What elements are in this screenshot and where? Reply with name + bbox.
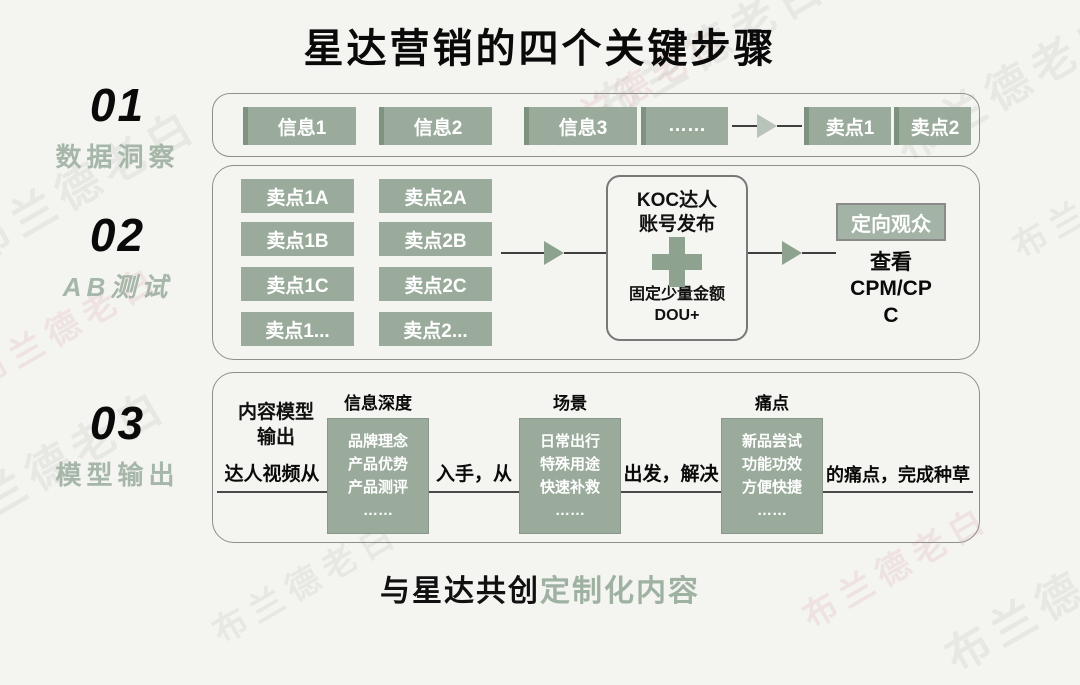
panel-data-insight: 信息1 信息2 信息3 …… 卖点1 卖点2 (212, 93, 980, 157)
step-01-label: 数据洞察 (55, 142, 180, 172)
plus-icon (652, 236, 702, 287)
selling-point-box-2: 卖点2 (894, 107, 971, 145)
right-arrow-icon (732, 113, 802, 139)
step-03-label: 模型输出 (55, 460, 180, 490)
ab-box-1a: 卖点1A (241, 179, 354, 213)
content-model-label: 内容模型 输出 (237, 402, 314, 448)
header-scene: 场景 (553, 394, 587, 413)
sentence-segment-2: 入手，从 (429, 461, 519, 493)
step-02: 02 AB测试 (30, 212, 205, 304)
info-box-2: 信息2 (379, 107, 492, 145)
right-arrow-icon (748, 240, 836, 266)
panel-ab-test: 卖点1A 卖点1B 卖点1C 卖点1... 卖点2A 卖点2B 卖点2C 卖点2… (212, 165, 980, 360)
footer-caption: 与星达共创定制化内容 (0, 566, 1080, 610)
ab-box-2c: 卖点2C (379, 267, 492, 301)
page-title: 星达营销的四个关键步骤 (303, 27, 777, 71)
step-03-number: 03 (89, 397, 146, 449)
step-02-number: 02 (89, 209, 146, 261)
ab-box-1x: 卖点1... (241, 312, 354, 346)
ab-box-2a: 卖点2A (379, 179, 492, 213)
ab-box-1b: 卖点1B (241, 222, 354, 256)
panel-model-output: 内容模型 输出 信息深度 场景 痛点 达人视频从 品牌理念 产品优势 产品测评 … (212, 372, 980, 543)
sentence-segment-4: 的痛点，完成种草 (823, 461, 973, 493)
header-info-depth: 信息深度 (344, 394, 412, 413)
ab-box-1c: 卖点1C (241, 267, 354, 301)
footer-caption-green: 定制化内容 (540, 575, 700, 608)
step-03: 03 模型输出 (30, 400, 205, 492)
sentence-segment-3: 出发，解决 (621, 461, 721, 493)
info-depth-box: 品牌理念 产品优势 产品测评 …… (327, 418, 429, 534)
step-02-label: AB测试 (62, 272, 173, 302)
pain-point-box: 新品尝试 功能功效 方便快捷 …… (721, 418, 823, 534)
koc-publish-card: KOC达人 账号发布 固定少量金额 DOU+ (606, 175, 748, 341)
footer-caption-black: 与星达共创 (380, 575, 540, 608)
right-arrow-icon (501, 240, 606, 266)
dou-budget-text: 固定少量金额 DOU+ (628, 286, 725, 325)
info-box-3: 信息3 (524, 107, 637, 145)
header-pain-point: 痛点 (755, 394, 789, 413)
view-metrics-text: 查看 CPM/CP C (850, 251, 932, 327)
koc-publish-text: KOC达人 账号发布 (636, 190, 718, 235)
targeted-audience-box: 定向观众 (836, 203, 946, 241)
step-01: 01 数据洞察 (30, 82, 205, 174)
selling-point-box-1: 卖点1 (804, 107, 891, 145)
sentence-segment-1: 达人视频从 (217, 461, 327, 493)
ab-box-2x: 卖点2... (379, 312, 492, 346)
step-01-number: 01 (89, 79, 146, 131)
info-box-1: 信息1 (243, 107, 356, 145)
scene-box: 日常出行 特殊用途 快速补救 …… (519, 418, 621, 534)
info-box-ellipsis: …… (641, 107, 728, 145)
ab-box-2b: 卖点2B (379, 222, 492, 256)
watermark-text: 布兰德老白 (1006, 128, 1080, 267)
